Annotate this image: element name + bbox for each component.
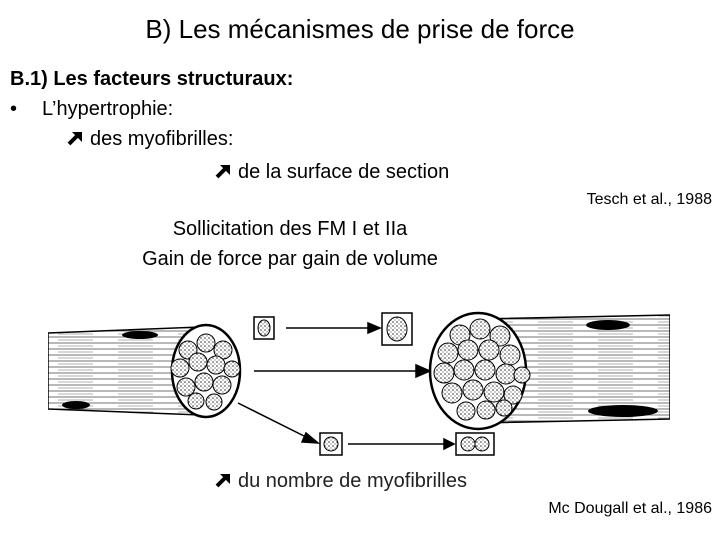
increase-arrow-icon <box>214 471 232 489</box>
transition-arrows <box>238 323 454 449</box>
surface-text: de la surface de section <box>238 161 449 183</box>
bullet-text: L’hypertrophie: <box>42 98 173 121</box>
small-fiber <box>48 325 240 417</box>
increase-arrow-icon <box>66 129 84 147</box>
surface-line: de la surface de section <box>214 161 449 184</box>
solicitation-line-2: Gain de force par gain de volume <box>0 248 650 271</box>
bullet-symbol: • <box>10 98 17 121</box>
muscle-fiber-figure <box>48 305 670 490</box>
increase-arrow-icon <box>214 162 232 180</box>
hypertrophied-fiber <box>430 313 670 429</box>
section-heading: B.1) Les facteurs structuraux: <box>10 68 293 91</box>
myofibrilles-text: des myofibrilles: <box>90 128 233 150</box>
citation-tesch: Tesch et al., 1988 <box>587 191 712 209</box>
myofibrilles-line: des myofibrilles: <box>66 128 233 151</box>
top-myofibril-cells <box>254 313 412 345</box>
citation-mcdougall: Mc Dougall et al., 1986 <box>548 500 712 518</box>
nombre-text: du nombre de myofibrilles <box>238 470 467 492</box>
solicitation-line-1: Sollicitation des FM I et IIa <box>0 218 650 241</box>
slide-title: B) Les mécanismes de prise de force <box>0 14 720 45</box>
nombre-line: du nombre de myofibrilles <box>214 470 467 493</box>
